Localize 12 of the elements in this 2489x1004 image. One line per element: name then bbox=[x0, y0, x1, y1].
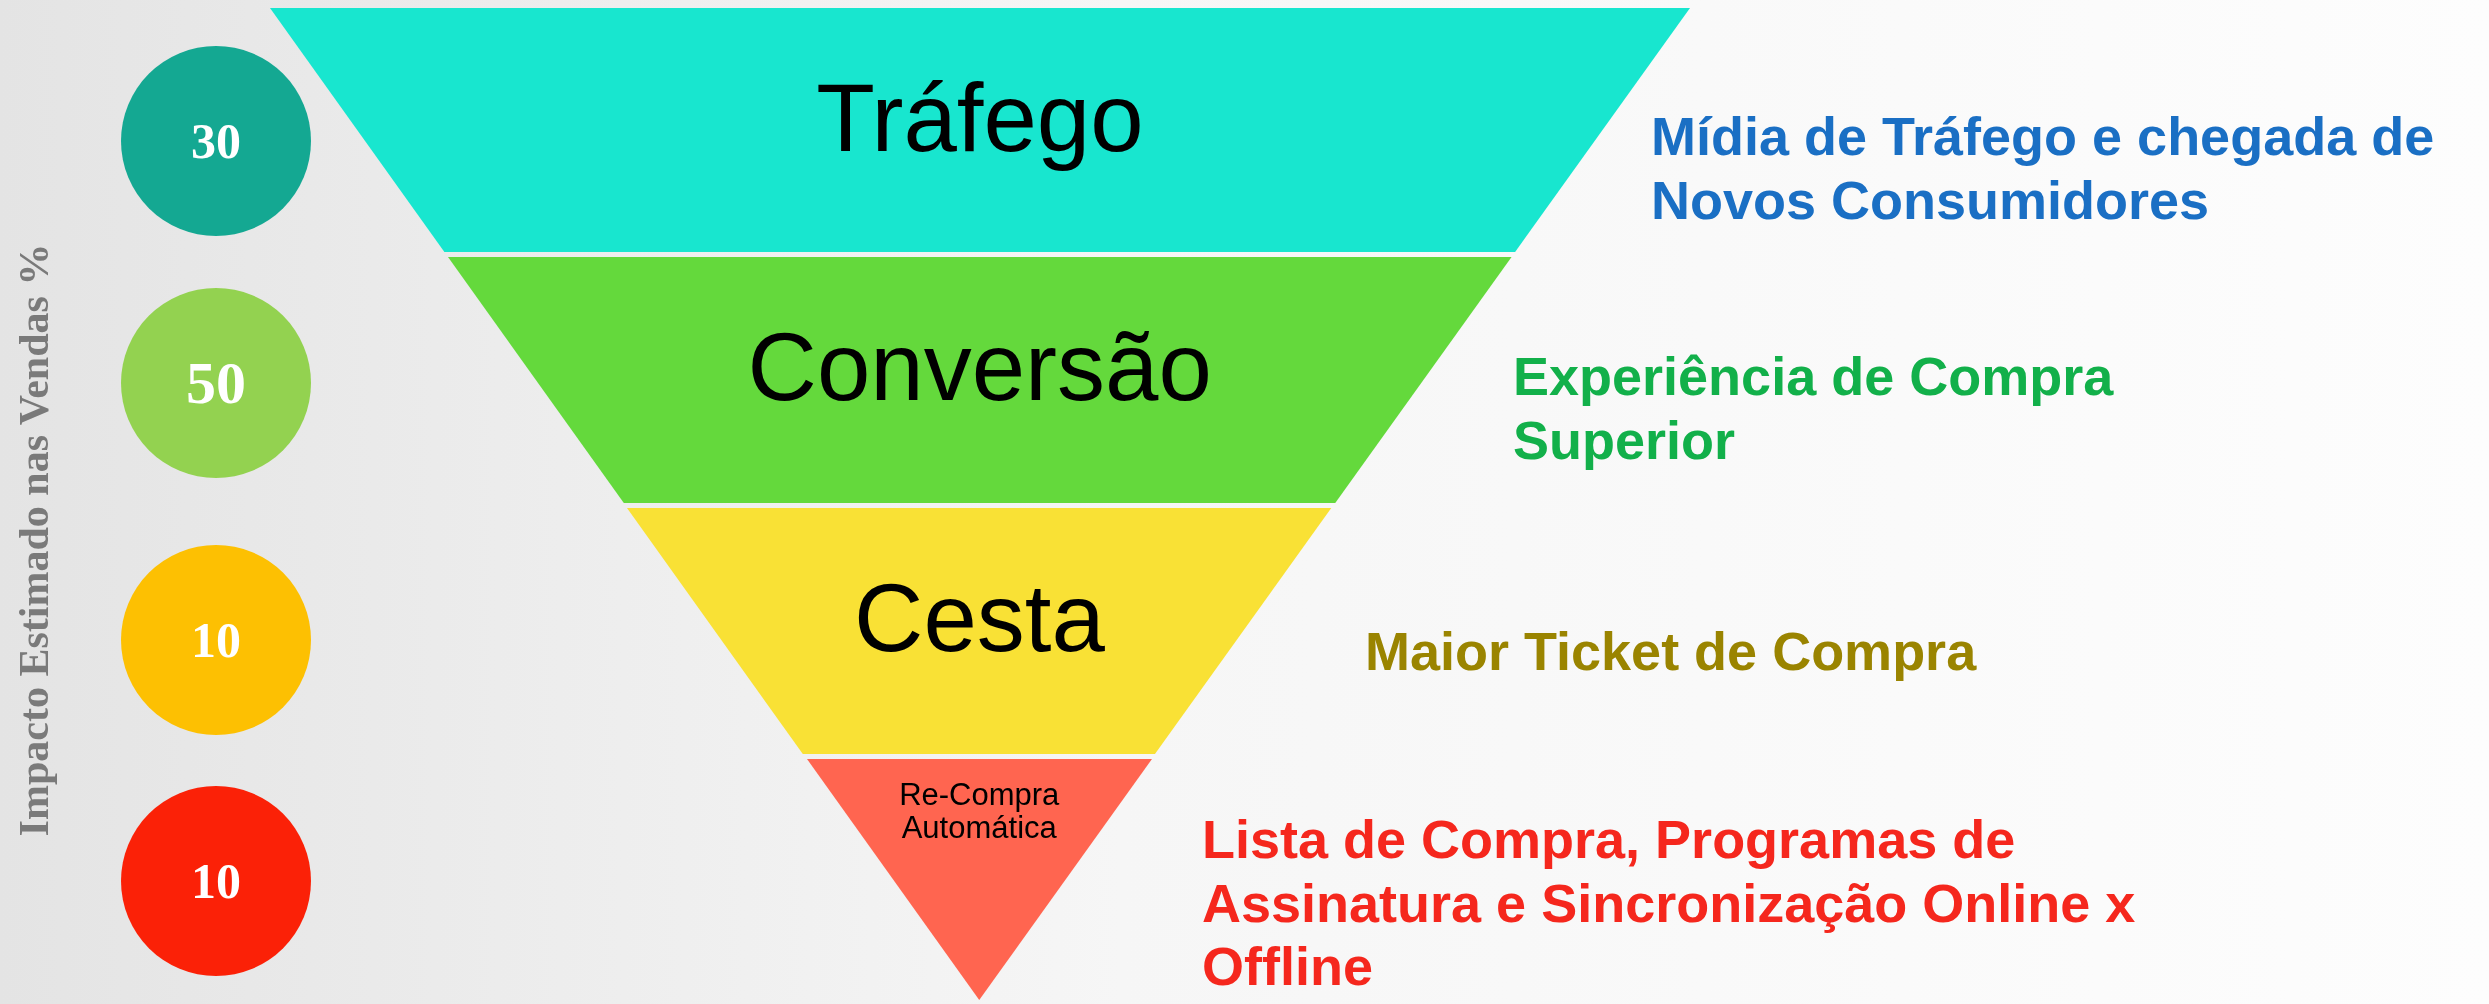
stage-description: Lista de Compra, Programas de Assinatura e Sincronização Online x Offline bbox=[1202, 808, 2137, 999]
percent-value: 50 bbox=[185, 351, 247, 415]
stage-title: Re-Compra Automática bbox=[898, 779, 1061, 845]
percent-value: 30 bbox=[190, 114, 242, 168]
axis-title: Impacto Estimado nas Vendas % bbox=[9, 243, 58, 837]
percent-value: 10 bbox=[190, 613, 242, 667]
stage-title: Conversão bbox=[746, 317, 1213, 418]
stage-description: Experiência de Compra Superior bbox=[1513, 345, 2115, 472]
stage-description: Maior Ticket de Compra bbox=[1365, 620, 1978, 683]
stage-description: Mídia de Tráfego e chegada de Novos Consumidores bbox=[1651, 105, 2436, 232]
stage-title: Cesta bbox=[853, 568, 1106, 669]
percent-value: 10 bbox=[190, 854, 242, 908]
